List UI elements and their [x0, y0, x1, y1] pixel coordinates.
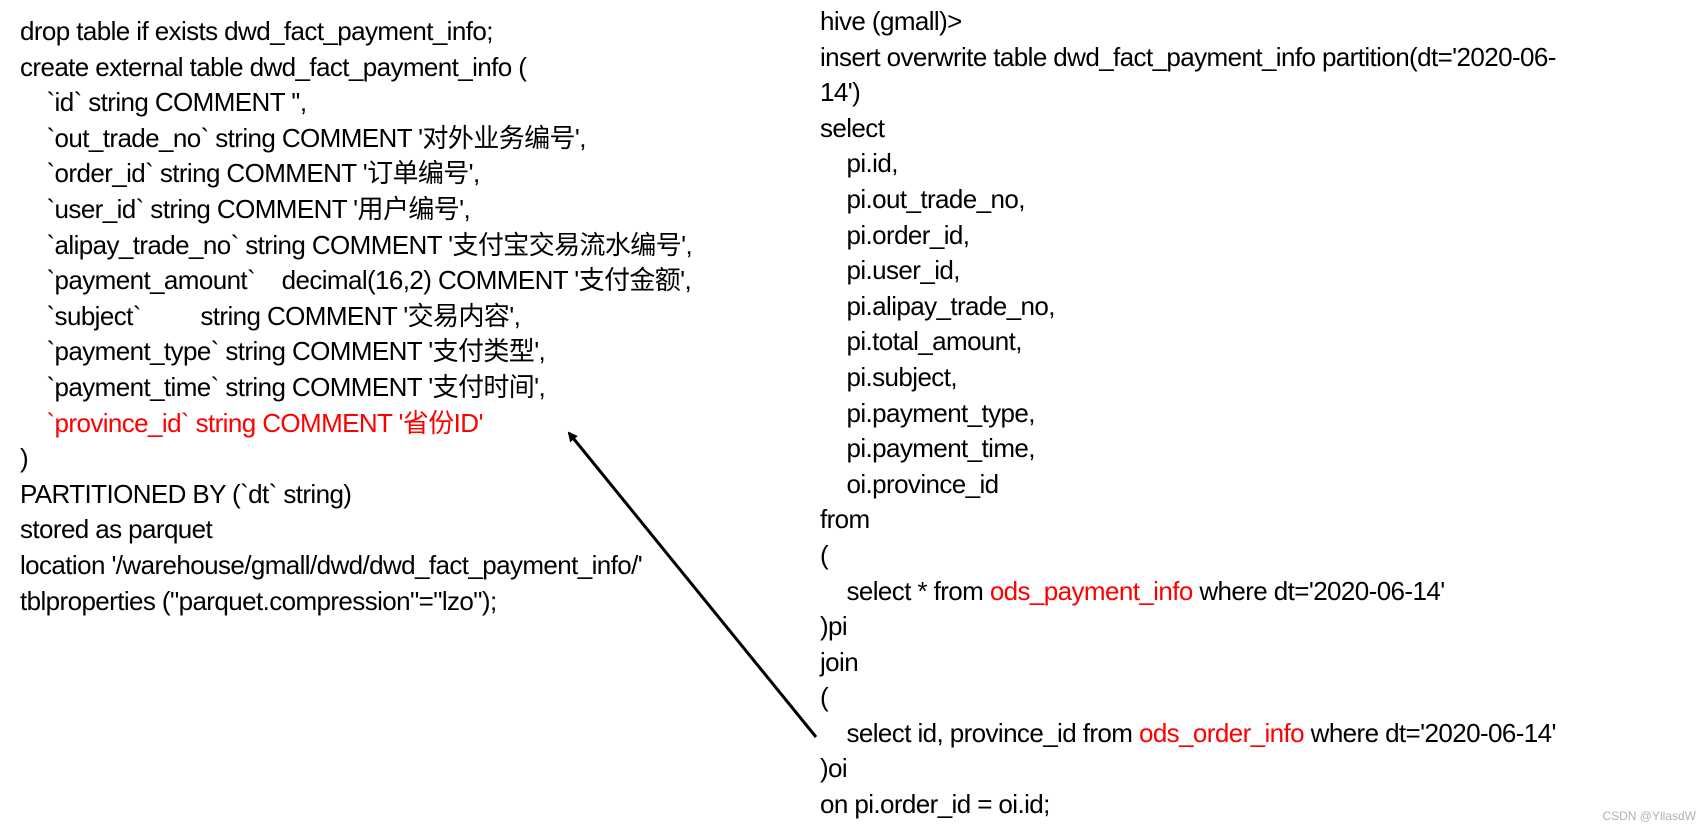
left_code-line: ) [20, 441, 692, 477]
code-text: join [820, 646, 859, 677]
code-text: `payment_amount` decimal(16,2) COMMENT '… [20, 265, 692, 296]
code-text: `order_id` string COMMENT '订单编号', [20, 158, 480, 189]
left_code-line: `order_id` string COMMENT '订单编号', [20, 156, 692, 192]
code-text: pi.order_id, [820, 219, 970, 250]
highlighted-table-name: ods_order_info [1138, 717, 1305, 748]
code-text: tblproperties ("parquet.compression"="lz… [20, 585, 497, 616]
right_code-line: pi.payment_time, [820, 431, 1556, 467]
code-text: ( [820, 682, 829, 713]
left_code-line: drop table if exists dwd_fact_payment_in… [20, 14, 692, 50]
code-text: pi.payment_time, [820, 433, 1035, 464]
code-text: where dt='2020-06-14' [1304, 717, 1557, 748]
left_code-line: `out_trade_no` string COMMENT '对外业务编号', [20, 121, 692, 157]
left_code-line: `id` string COMMENT '', [20, 85, 692, 121]
code-text: )oi [820, 753, 848, 784]
left_code-line: PARTITIONED BY (`dt` string) [20, 477, 692, 513]
left_code-line: stored as parquet [20, 512, 692, 548]
right_code-line: select * from ods_payment_info where dt=… [820, 574, 1556, 610]
code-text: pi.subject, [820, 361, 957, 392]
right_code-line: insert overwrite table dwd_fact_payment_… [820, 40, 1556, 76]
insert-overwrite-sql-block: hive (gmall)> insert overwrite table dwd_… [820, 4, 1556, 823]
code-text: `alipay_trade_no` string COMMENT '支付宝交易流… [20, 229, 693, 260]
code-text: oi.province_id [820, 468, 999, 499]
left_code-line: `payment_time` string COMMENT '支付时间', [20, 370, 692, 406]
code-text: where dt='2020-06-14' [1192, 575, 1445, 606]
right_code-line: pi.total_amount, [820, 324, 1556, 360]
code-text: pi.out_trade_no, [820, 183, 1025, 214]
code-text: select id, province_id from [820, 717, 1139, 748]
code-text: `subject` string COMMENT '交易内容', [20, 300, 521, 331]
code-text: )pi [820, 611, 848, 642]
right_code-line: on pi.order_id = oi.id; [820, 787, 1556, 823]
code-text: drop table if exists dwd_fact_payment_in… [20, 16, 493, 46]
right_code-line: oi.province_id [820, 467, 1556, 503]
left_code-line: tblproperties ("parquet.compression"="lz… [20, 584, 692, 620]
right_code-line: from [820, 502, 1556, 538]
right_code-line: )pi [820, 609, 1556, 645]
right_code-line: ( [820, 538, 1556, 574]
right_code-line: hive (gmall)> [820, 4, 1556, 40]
code-text: hive (gmall)> [820, 6, 962, 36]
code-text: create external table dwd_fact_payment_i… [20, 51, 527, 82]
code-text: insert overwrite table dwd_fact_payment_… [820, 41, 1556, 72]
code-text: `user_id` string COMMENT '用户编号', [20, 193, 471, 224]
right_code-line: pi.subject, [820, 360, 1556, 396]
right_code-line: pi.user_id, [820, 253, 1556, 289]
right_code-line: 14') [820, 75, 1556, 111]
code-text: ( [820, 539, 829, 570]
left_code-line: `user_id` string COMMENT '用户编号', [20, 192, 692, 228]
code-text: pi.payment_type, [820, 397, 1035, 428]
watermark: CSDN @YllasdW [1602, 809, 1696, 823]
right_code-line: pi.alipay_trade_no, [820, 289, 1556, 325]
highlighted-code-text: `province_id` string COMMENT '省份ID' [20, 407, 483, 438]
code-text: select [820, 112, 885, 143]
code-text: stored as parquet [20, 514, 213, 545]
left_code-line: `province_id` string COMMENT '省份ID' [20, 406, 692, 442]
left_code-line: `payment_amount` decimal(16,2) COMMENT '… [20, 263, 692, 299]
code-text: PARTITIONED BY (`dt` string) [20, 478, 352, 509]
code-text: pi.user_id, [820, 255, 960, 286]
code-text: `out_trade_no` string COMMENT '对外业务编号', [20, 122, 586, 153]
right_code-line: pi.out_trade_no, [820, 182, 1556, 218]
code-text: pi.total_amount, [820, 326, 1022, 357]
right_code-line: select id, province_id from ods_order_in… [820, 716, 1556, 752]
left_code-line: `payment_type` string COMMENT '支付类型', [20, 334, 692, 370]
right_code-line: ( [820, 680, 1556, 716]
left_code-line: create external table dwd_fact_payment_i… [20, 50, 692, 86]
code-text: 14') [820, 77, 861, 108]
code-text: ) [20, 443, 29, 474]
code-text: `id` string COMMENT '', [20, 87, 307, 118]
right_code-line: pi.id, [820, 146, 1556, 182]
left_code-line: `subject` string COMMENT '交易内容', [20, 299, 692, 335]
code-text: pi.alipay_trade_no, [820, 290, 1055, 321]
code-text: `payment_type` string COMMENT '支付类型', [20, 336, 546, 367]
left_code-line: location '/warehouse/gmall/dwd/dwd_fact_… [20, 548, 692, 584]
create-table-sql-block: drop table if exists dwd_fact_payment_in… [20, 14, 693, 620]
code-text: `payment_time` string COMMENT '支付时间', [20, 371, 546, 402]
left_code-line: `alipay_trade_no` string COMMENT '支付宝交易流… [20, 228, 692, 264]
right_code-line: pi.order_id, [820, 218, 1556, 254]
code-text: pi.id, [820, 148, 898, 179]
highlighted-table-name: ods_payment_info [989, 575, 1193, 606]
right_code-line: join [820, 645, 1556, 681]
code-text: location '/warehouse/gmall/dwd/dwd_fact_… [20, 549, 643, 580]
code-text: from [820, 504, 870, 535]
right_code-line: pi.payment_type, [820, 396, 1556, 432]
code-text: on pi.order_id = oi.id; [820, 789, 1050, 820]
right_code-line: )oi [820, 751, 1556, 787]
code-text: select * from [820, 575, 990, 606]
right_code-line: select [820, 111, 1556, 147]
